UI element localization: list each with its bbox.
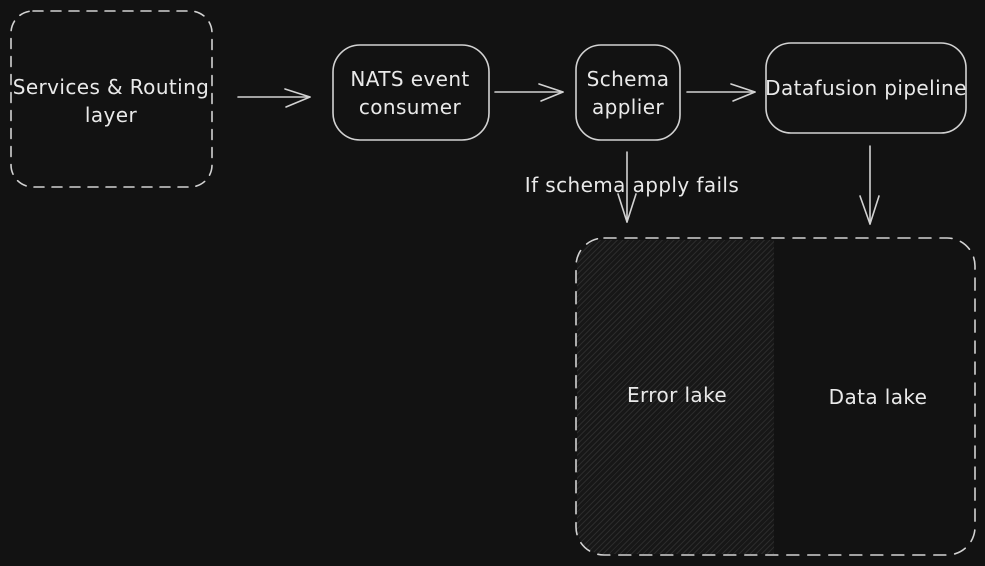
- schema-applier-box: [575, 44, 681, 141]
- schema-applier-label: Schema applier: [587, 65, 670, 121]
- arrow-schema-to-error-lake: [617, 151, 637, 223]
- schema-label-line2: applier: [591, 95, 665, 119]
- arrow-schema-to-datafusion: [686, 83, 756, 102]
- arrowhead-down-icon: [859, 195, 880, 225]
- lake-container-box: [575, 237, 976, 556]
- error-lake-hatch-fill: [577, 240, 774, 554]
- services-routing-label: Services & Routing layer: [13, 73, 210, 129]
- arrowhead-down-icon: [617, 193, 637, 223]
- failure-condition-label: If schema apply fails: [524, 173, 740, 197]
- arrowhead-right-icon: [284, 88, 311, 108]
- nats-label-line2: consumer: [358, 95, 462, 119]
- schema-label-line1: Schema: [586, 67, 670, 91]
- services-routing-box: [10, 10, 213, 188]
- data-lake-label: Data lake: [828, 385, 928, 409]
- arrow-services-to-nats: [237, 88, 311, 108]
- services-routing-label-line1: Services & Routing: [12, 75, 210, 99]
- arrow-datafusion-to-data-lake: [859, 145, 880, 225]
- nats-label-line1: NATS event: [350, 67, 470, 91]
- datafusion-pipeline-box: [765, 42, 967, 134]
- arrowhead-right-icon: [538, 83, 564, 102]
- arrow-nats-to-schema: [494, 83, 564, 102]
- services-routing-label-line2: layer: [84, 103, 138, 127]
- arrowhead-right-icon: [730, 83, 756, 102]
- error-lake-label: Error lake: [626, 383, 728, 407]
- nats-event-consumer-box: [332, 44, 490, 141]
- nats-event-consumer-label: NATS event consumer: [350, 65, 469, 121]
- datafusion-pipeline-label: Datafusion pipeline: [765, 76, 967, 100]
